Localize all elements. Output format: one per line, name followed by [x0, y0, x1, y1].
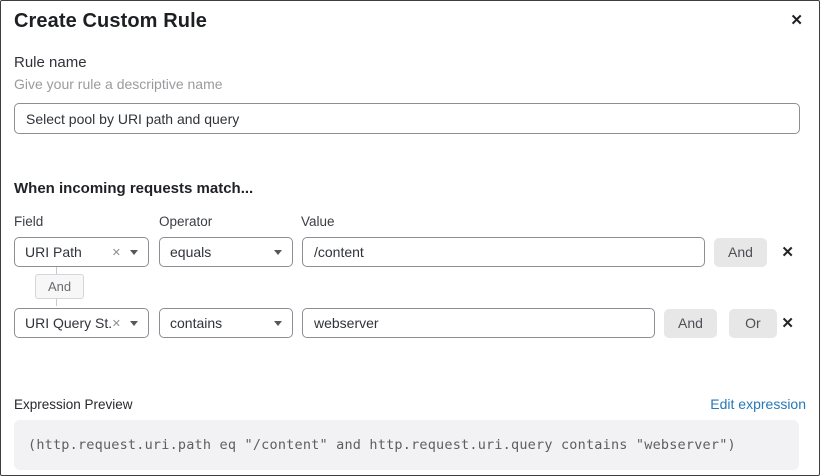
chevron-down-icon: [274, 249, 282, 255]
field-select-value: URI Query St...: [25, 315, 112, 331]
condition-row: URI Query St... ✕ contains And Or ✕: [14, 308, 806, 338]
close-icon[interactable]: ✕: [790, 12, 803, 29]
clear-icon[interactable]: ✕: [111, 317, 121, 330]
value-input[interactable]: [302, 237, 705, 267]
clear-icon[interactable]: ✕: [111, 246, 121, 259]
chevron-down-icon: [274, 320, 282, 326]
edit-expression-link[interactable]: Edit expression: [710, 396, 806, 412]
rule-name-section: Rule name Give your rule a descriptive n…: [14, 54, 806, 134]
expression-section: Expression Preview Edit expression (http…: [14, 396, 806, 470]
condition-row: URI Path ✕ equals And ✕: [14, 237, 806, 267]
match-heading: When incoming requests match...: [14, 180, 254, 197]
add-and-button[interactable]: And: [714, 237, 767, 267]
rule-name-helper: Give your rule a descriptive name: [14, 76, 223, 92]
operator-select[interactable]: equals: [159, 237, 293, 267]
and-connector-badge: And: [35, 274, 85, 299]
expression-header: Expression Preview Edit expression: [14, 396, 806, 412]
field-column-label: Field: [14, 214, 44, 229]
connector-line: [56, 299, 57, 306]
modal-title: Create Custom Rule: [14, 10, 207, 32]
delete-condition-icon[interactable]: ✕: [781, 314, 794, 332]
field-select-value: URI Path: [25, 244, 82, 260]
value-column-label: Value: [301, 214, 335, 229]
operator-select-value: contains: [170, 315, 223, 331]
connector-line: [56, 267, 57, 274]
add-and-button[interactable]: And: [664, 308, 717, 338]
match-section: When incoming requests match... Field Op…: [14, 180, 806, 338]
value-input[interactable]: [302, 308, 655, 338]
field-select[interactable]: URI Path ✕: [14, 237, 149, 267]
condition-column-labels: Field Operator Value: [14, 214, 806, 229]
rule-name-label: Rule name: [14, 54, 87, 71]
expression-preview-label: Expression Preview: [14, 397, 133, 412]
chevron-down-icon: [130, 249, 138, 255]
operator-select[interactable]: contains: [159, 308, 293, 338]
expression-code: (http.request.uri.path eq "/content" and…: [14, 420, 799, 470]
rule-name-input[interactable]: [14, 103, 800, 134]
operator-column-label: Operator: [159, 214, 213, 229]
chevron-down-icon: [130, 320, 138, 326]
operator-select-value: equals: [170, 244, 212, 260]
and-connector: And: [35, 267, 95, 306]
field-select[interactable]: URI Query St... ✕: [14, 308, 149, 338]
delete-condition-icon[interactable]: ✕: [781, 243, 794, 261]
modal-header: Create Custom Rule ✕: [14, 10, 806, 33]
add-or-button[interactable]: Or: [728, 308, 777, 338]
